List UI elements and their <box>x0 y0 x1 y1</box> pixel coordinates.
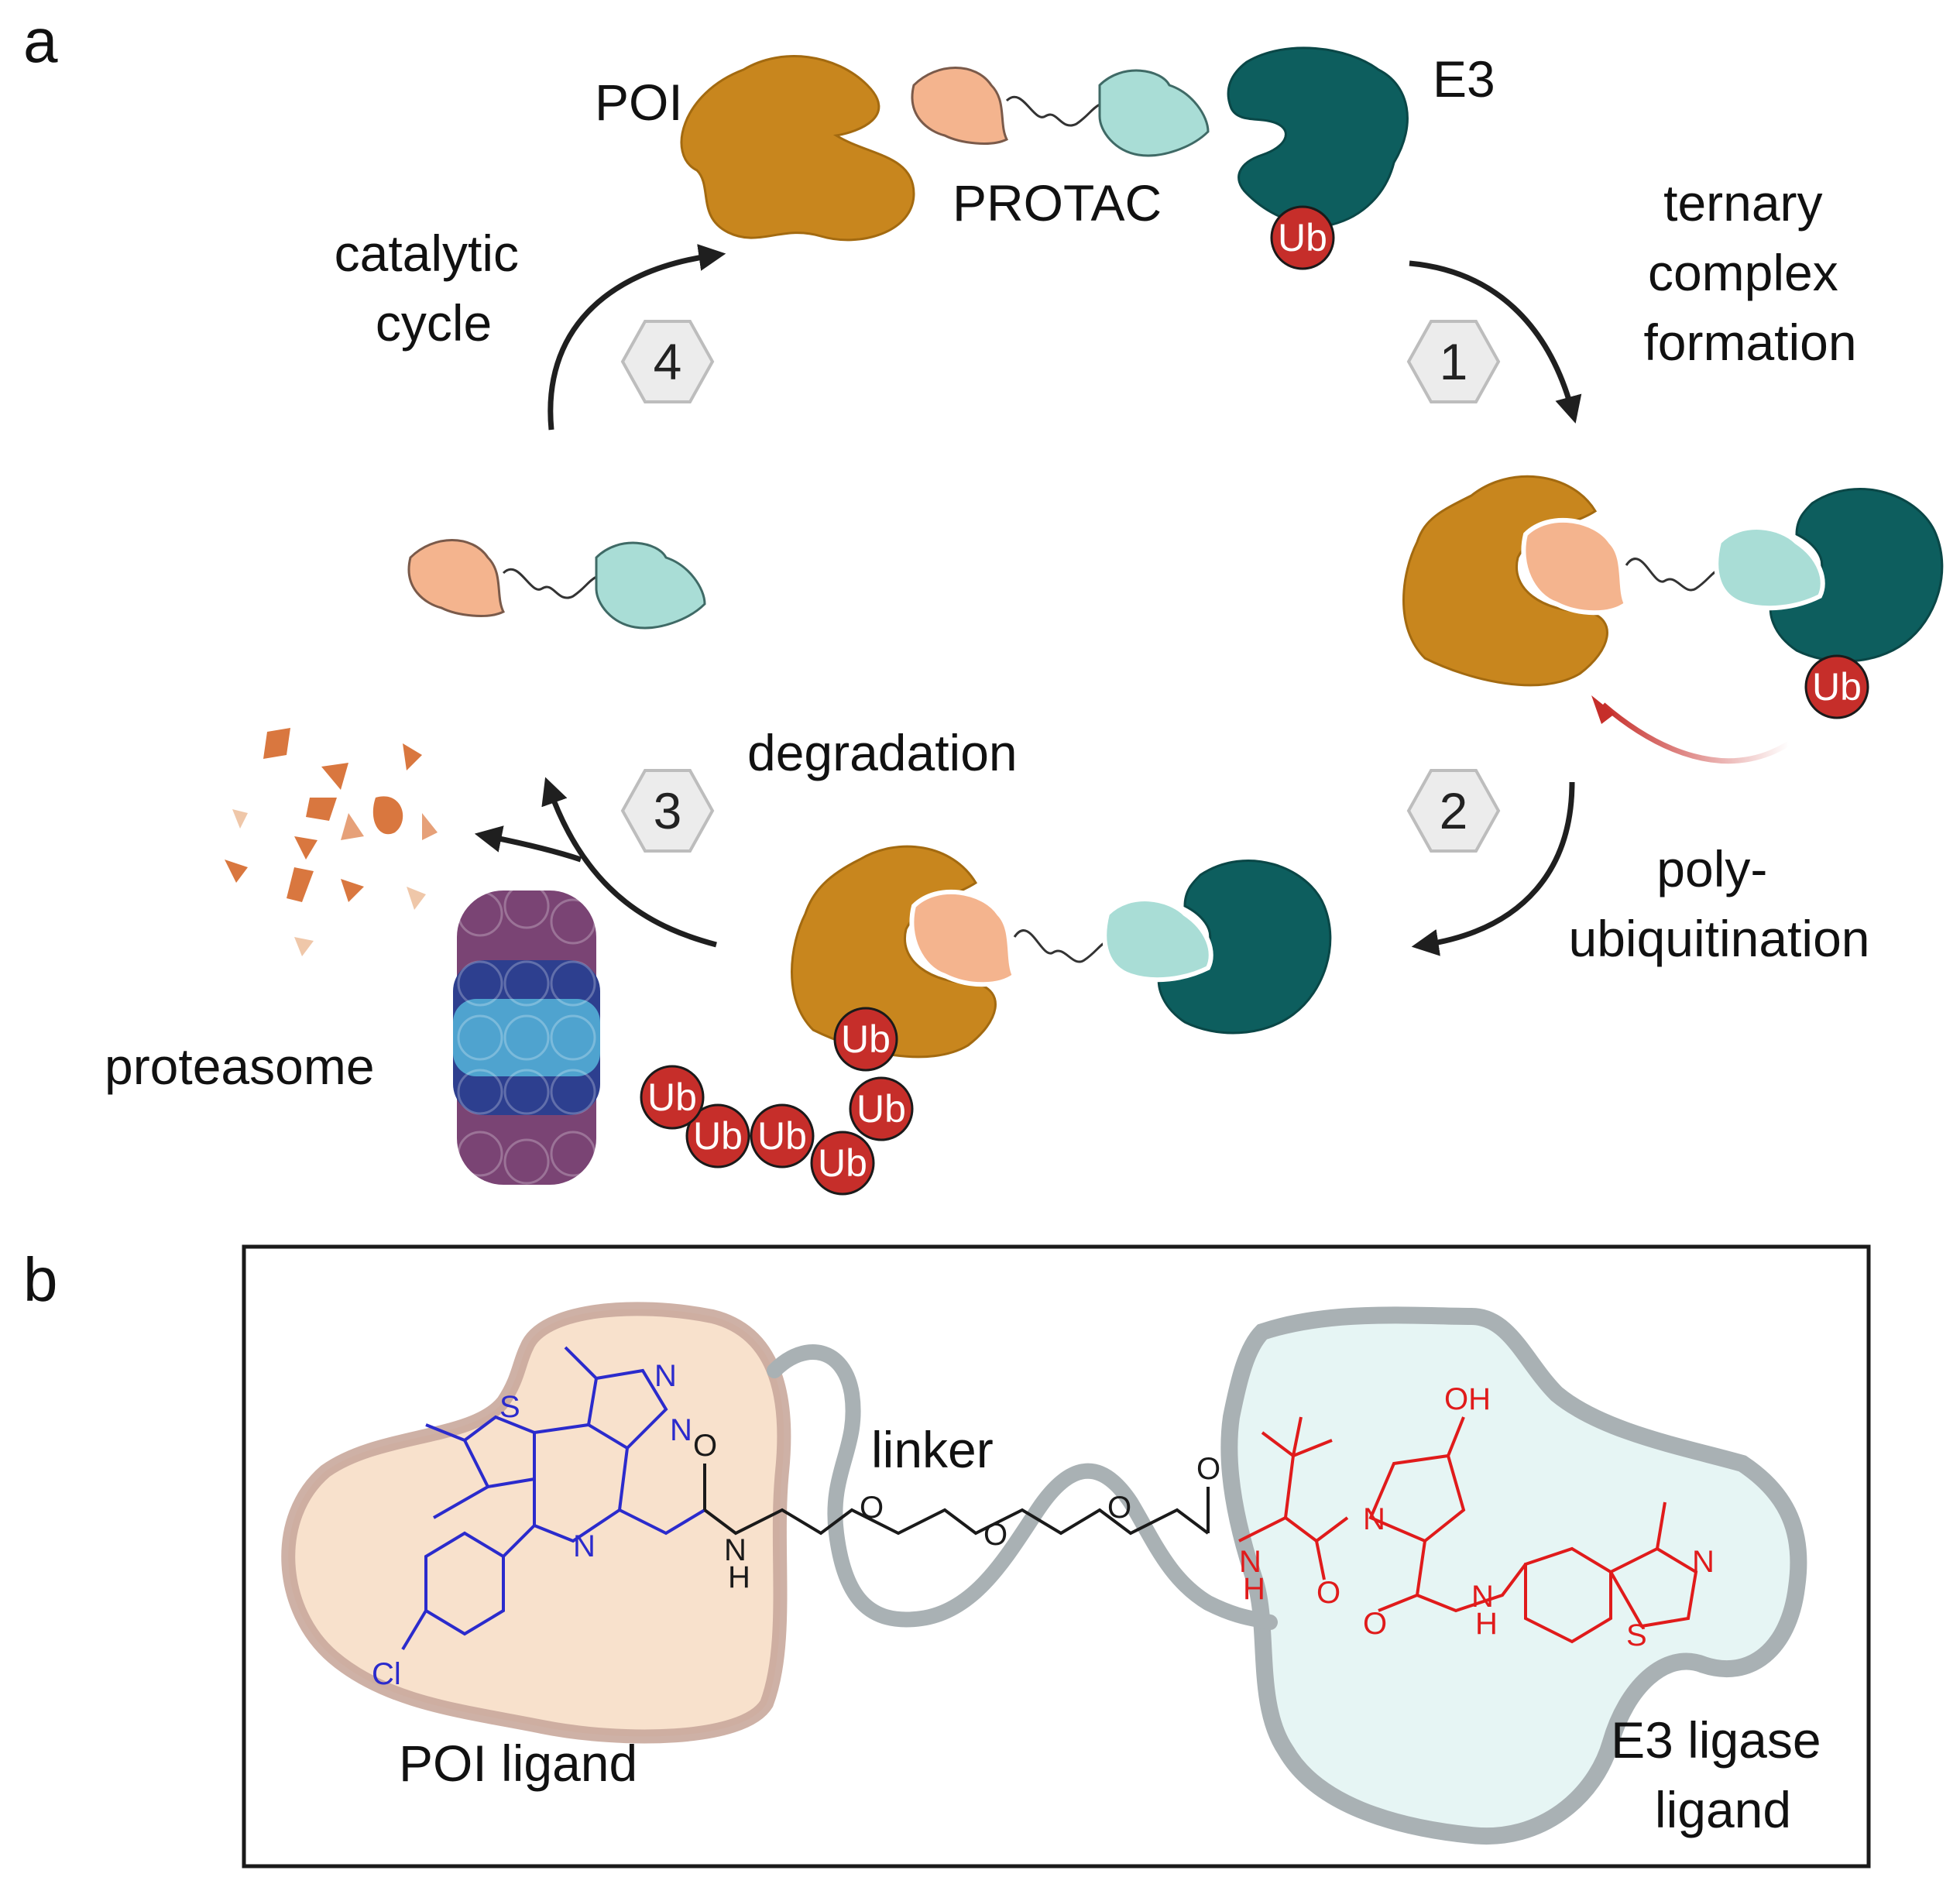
atom-n-triazole-1: N <box>654 1359 677 1393</box>
atom-n-pyrrolidine: N <box>1363 1502 1385 1536</box>
arrow-step-1 <box>1409 260 1582 424</box>
label-linker: linker <box>871 1421 994 1478</box>
label-e3-ligase-ligand: E3 ligase ligand <box>1611 1711 1835 1838</box>
ternary-complex <box>1402 475 1944 687</box>
proteasome <box>453 883 600 1185</box>
atom-n-e3-amide: N <box>1239 1545 1261 1579</box>
e3-ligand-blob <box>1220 1306 1807 1845</box>
label-degradation: degradation <box>747 724 1018 781</box>
e3-protein-top <box>1227 46 1409 227</box>
atom-n-triazole-2: N <box>670 1413 692 1447</box>
atom-s-thiophene: S <box>499 1390 520 1424</box>
step-4-number: 4 <box>654 333 682 390</box>
step-1-number: 1 <box>1440 333 1468 390</box>
linker-structure <box>703 1464 1210 1536</box>
protac-top <box>911 67 1210 157</box>
atom-n-thiazole: N <box>1692 1545 1715 1579</box>
ub-on-e3-ternary <box>1804 654 1869 719</box>
label-ternary-complex-formation: ternary complex formation <box>1643 174 1856 371</box>
atom-n-diazepine: N <box>573 1529 596 1563</box>
poi-ligand-blob <box>281 1302 791 1744</box>
arrow-step-3 <box>541 777 717 948</box>
atom-o-ether-1: O <box>860 1491 884 1525</box>
step-3-number: 3 <box>654 782 682 839</box>
label-protac: PROTAC <box>953 174 1162 232</box>
atom-o-ether-3: O <box>1107 1491 1131 1525</box>
label-poly-ubiquitination: poly- ubiquitination <box>1569 840 1870 967</box>
label-catalytic-cycle: catalytic cycle <box>335 225 534 352</box>
linker-tube <box>767 1344 1278 1630</box>
protac-released <box>407 539 706 630</box>
poi-ligand-structure <box>401 1346 706 1651</box>
step-2-number: 2 <box>1440 782 1468 839</box>
atom-o-e3-carbonyl: O <box>1316 1576 1340 1610</box>
atom-o-prolinamide: O <box>1363 1607 1387 1641</box>
atom-cl: Cl <box>372 1657 401 1691</box>
panel-b-letter: b <box>23 1245 58 1314</box>
atom-h-e3-amide: H <box>1243 1572 1265 1606</box>
arrow-step-2 <box>1411 781 1575 956</box>
atom-o-amide-2: O <box>1196 1452 1220 1486</box>
peptide-fragments <box>225 728 438 956</box>
ub-transfer-arrowhead <box>1591 695 1615 724</box>
ubiquitinated-complex <box>791 845 1332 1059</box>
arrow-step-4 <box>547 244 726 431</box>
atom-h-amide-1: H <box>728 1560 750 1594</box>
atom-n-prolinamide: N <box>1471 1580 1494 1614</box>
atom-o-amide-1: O <box>693 1429 717 1463</box>
atom-o-ether-2: O <box>983 1518 1007 1552</box>
atom-n-amide-1: N <box>724 1533 747 1567</box>
panel-b-frame <box>242 1244 1871 1869</box>
label-proteasome: proteasome <box>105 1038 375 1095</box>
arrow-step-3-branch <box>474 825 582 863</box>
label-e3: E3 <box>1433 50 1495 108</box>
label-poi: POI <box>595 74 683 131</box>
ub-transfer-arrow <box>1601 702 1790 764</box>
atom-h-prolinamide: H <box>1475 1607 1498 1641</box>
polyubiquitin-chain <box>640 1007 914 1196</box>
e3-ligand-structure <box>1238 1416 1698 1644</box>
atom-oh-hydroxyl: OH <box>1444 1382 1491 1416</box>
label-poi-ligand: POI ligand <box>399 1735 637 1792</box>
poi-protein-top <box>680 55 915 242</box>
atom-s-thiazole: S <box>1626 1618 1647 1652</box>
panel-a-letter: a <box>23 6 58 75</box>
ub-on-e3-top <box>1270 205 1335 270</box>
